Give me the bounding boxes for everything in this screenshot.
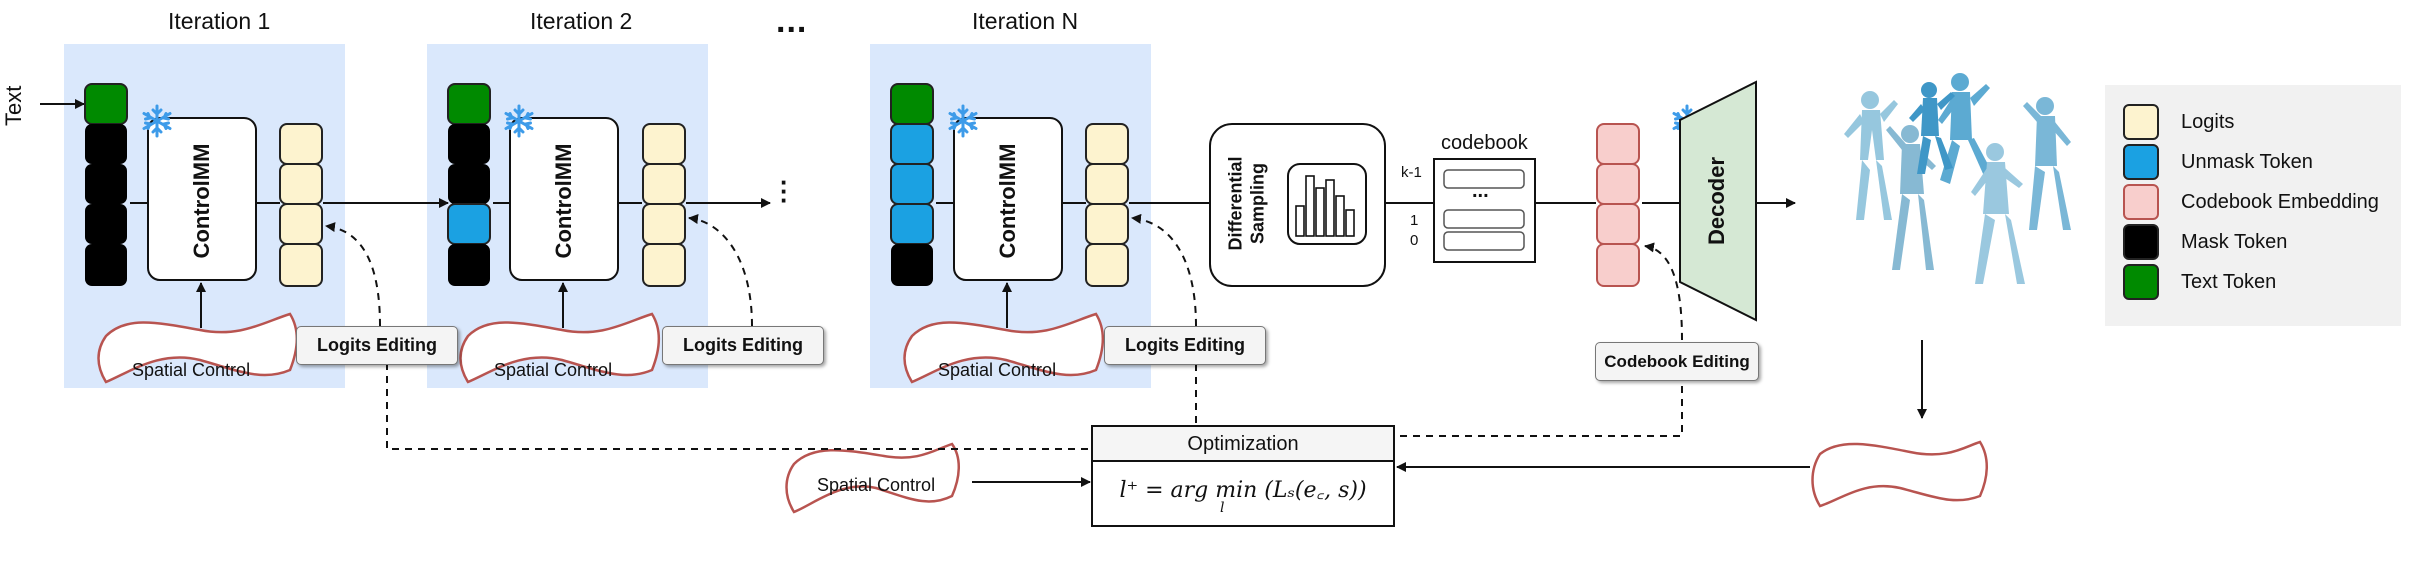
controlmm-box-1	[147, 117, 257, 281]
differential-sampling-label: Sampling	[1247, 163, 1268, 245]
spatial-control-shape-1	[97, 312, 298, 384]
logits-editing-button[interactable]: Logits Editing	[662, 326, 824, 365]
legend-label: Mask Token	[2181, 230, 2288, 253]
logits-column-iteration-2	[642, 123, 686, 287]
spatial-control-shape-n	[903, 312, 1104, 384]
spatial-control-label: Spatial Control	[494, 360, 613, 380]
legend-label: Text Token	[2181, 270, 2277, 293]
codebook-title: codebook	[1441, 132, 1528, 154]
iteration-2-title: Iteration 2	[530, 8, 633, 34]
optimization-formula: l⁺ = arg min (Lₛ(e꜀, s))	[1119, 478, 1367, 503]
legend-item-mask-token: Mask Token	[2123, 224, 2287, 260]
token-column-iteration-n	[890, 83, 934, 286]
human-motion-image	[1844, 73, 2071, 284]
token-column-iteration-1	[84, 83, 128, 286]
logits-column-iteration-n	[1085, 123, 1129, 287]
spatial-control-shape-2	[459, 312, 660, 384]
legend-swatch	[2123, 104, 2159, 140]
controlmm-label: ControlMM	[189, 143, 214, 259]
legend-item-logits: Logits	[2123, 104, 2234, 140]
decoder-label: Decoder	[1704, 156, 1729, 246]
spatial-control-label: Spatial Control	[817, 475, 936, 495]
legend-swatch	[2123, 224, 2159, 260]
codebook-editing-button[interactable]: Codebook Editing	[1595, 342, 1759, 381]
legend-swatch	[2123, 144, 2159, 180]
legend-label: Unmask Token	[2181, 150, 2313, 173]
legend-item-unmask-token: Unmask Token	[2123, 144, 2313, 180]
optimization-formula-subscript: l	[1220, 500, 1225, 516]
logits-column-iteration-1	[279, 123, 323, 287]
controlmm-label: ControlMM	[995, 143, 1020, 259]
legend-item-codebook-embedding: Codebook Embedding	[2123, 184, 2379, 220]
legend-swatch	[2123, 264, 2159, 300]
decoder-block	[1679, 80, 1757, 322]
iterations-ellipsis: ...	[776, 2, 808, 40]
optimization-title: Optimization	[1187, 433, 1299, 455]
codebook-entry	[1443, 231, 1525, 251]
spatial-control-shape-opt	[785, 442, 960, 514]
codebook-k-label: k-1	[1401, 164, 1422, 181]
legend-swatch	[2123, 184, 2159, 220]
codebook-one-label: 1	[1410, 212, 1419, 229]
controlmm-box-n	[953, 117, 1063, 281]
logits-editing-button[interactable]: Logits Editing	[1104, 326, 1266, 365]
text-input-label: Text	[1, 85, 26, 126]
legend-panel: Logits Unmask Token Codebook Embedding M…	[2105, 85, 2401, 326]
legend-label: Logits	[2181, 110, 2235, 133]
spatial-control-output-shape	[1811, 440, 1988, 508]
iteration-n-title: Iteration N	[972, 8, 1079, 34]
legend-label: Codebook Embedding	[2181, 190, 2379, 213]
spatial-control-label: Spatial Control	[938, 360, 1057, 380]
histogram-icon	[1287, 163, 1367, 245]
codebook-dots: ...	[1472, 180, 1489, 202]
legend-item-text-token: Text Token	[2123, 264, 2276, 300]
iteration-1-title: Iteration 1	[168, 8, 271, 34]
spatial-control-label: Spatial Control	[132, 360, 251, 380]
codebook-entry	[1443, 209, 1525, 229]
controlmm-label: ControlMM	[551, 143, 576, 259]
controlmm-box-2	[509, 117, 619, 281]
differential-sampling-label: Differential	[1225, 156, 1246, 251]
codebook-entry	[1443, 169, 1525, 189]
flow-continuation-dots: ···	[780, 167, 789, 215]
optimization-header	[1091, 425, 1395, 462]
codebook-embedding-column	[1596, 123, 1640, 287]
token-column-iteration-2	[447, 83, 491, 286]
codebook-zero-label: 0	[1410, 232, 1419, 249]
logits-editing-button[interactable]: Logits Editing	[296, 326, 458, 365]
